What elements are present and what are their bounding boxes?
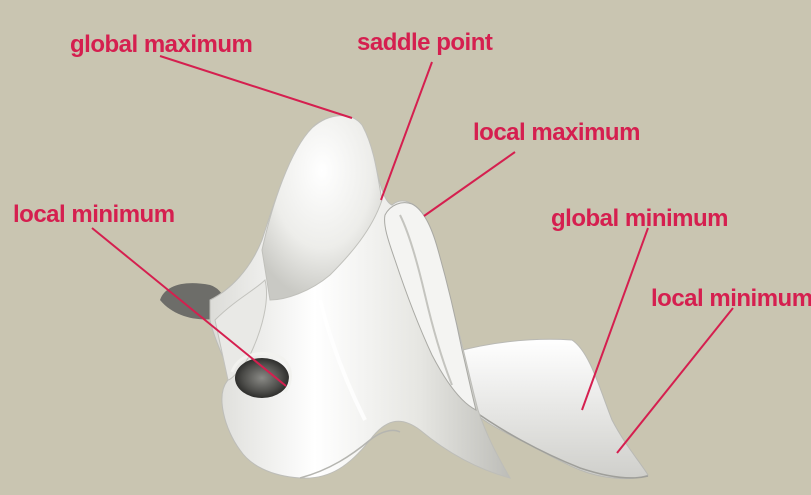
label-global-maximum: global maximum (70, 31, 252, 58)
label-global-minimum: global minimum (551, 205, 728, 232)
label-local-minimum-right: local minimum (651, 285, 811, 312)
pointer-local-minimum-right (617, 308, 733, 453)
label-local-maximum: local maximum (473, 119, 640, 146)
pointer-global-minimum (582, 228, 648, 410)
pointer-global-maximum (160, 56, 352, 118)
pointer-local-maximum (424, 152, 515, 216)
pointer-saddle-point (381, 62, 432, 200)
label-saddle-point: saddle point (357, 29, 493, 56)
local-minimum-pit (235, 358, 289, 398)
label-local-minimum-left: local minimum (13, 201, 175, 228)
